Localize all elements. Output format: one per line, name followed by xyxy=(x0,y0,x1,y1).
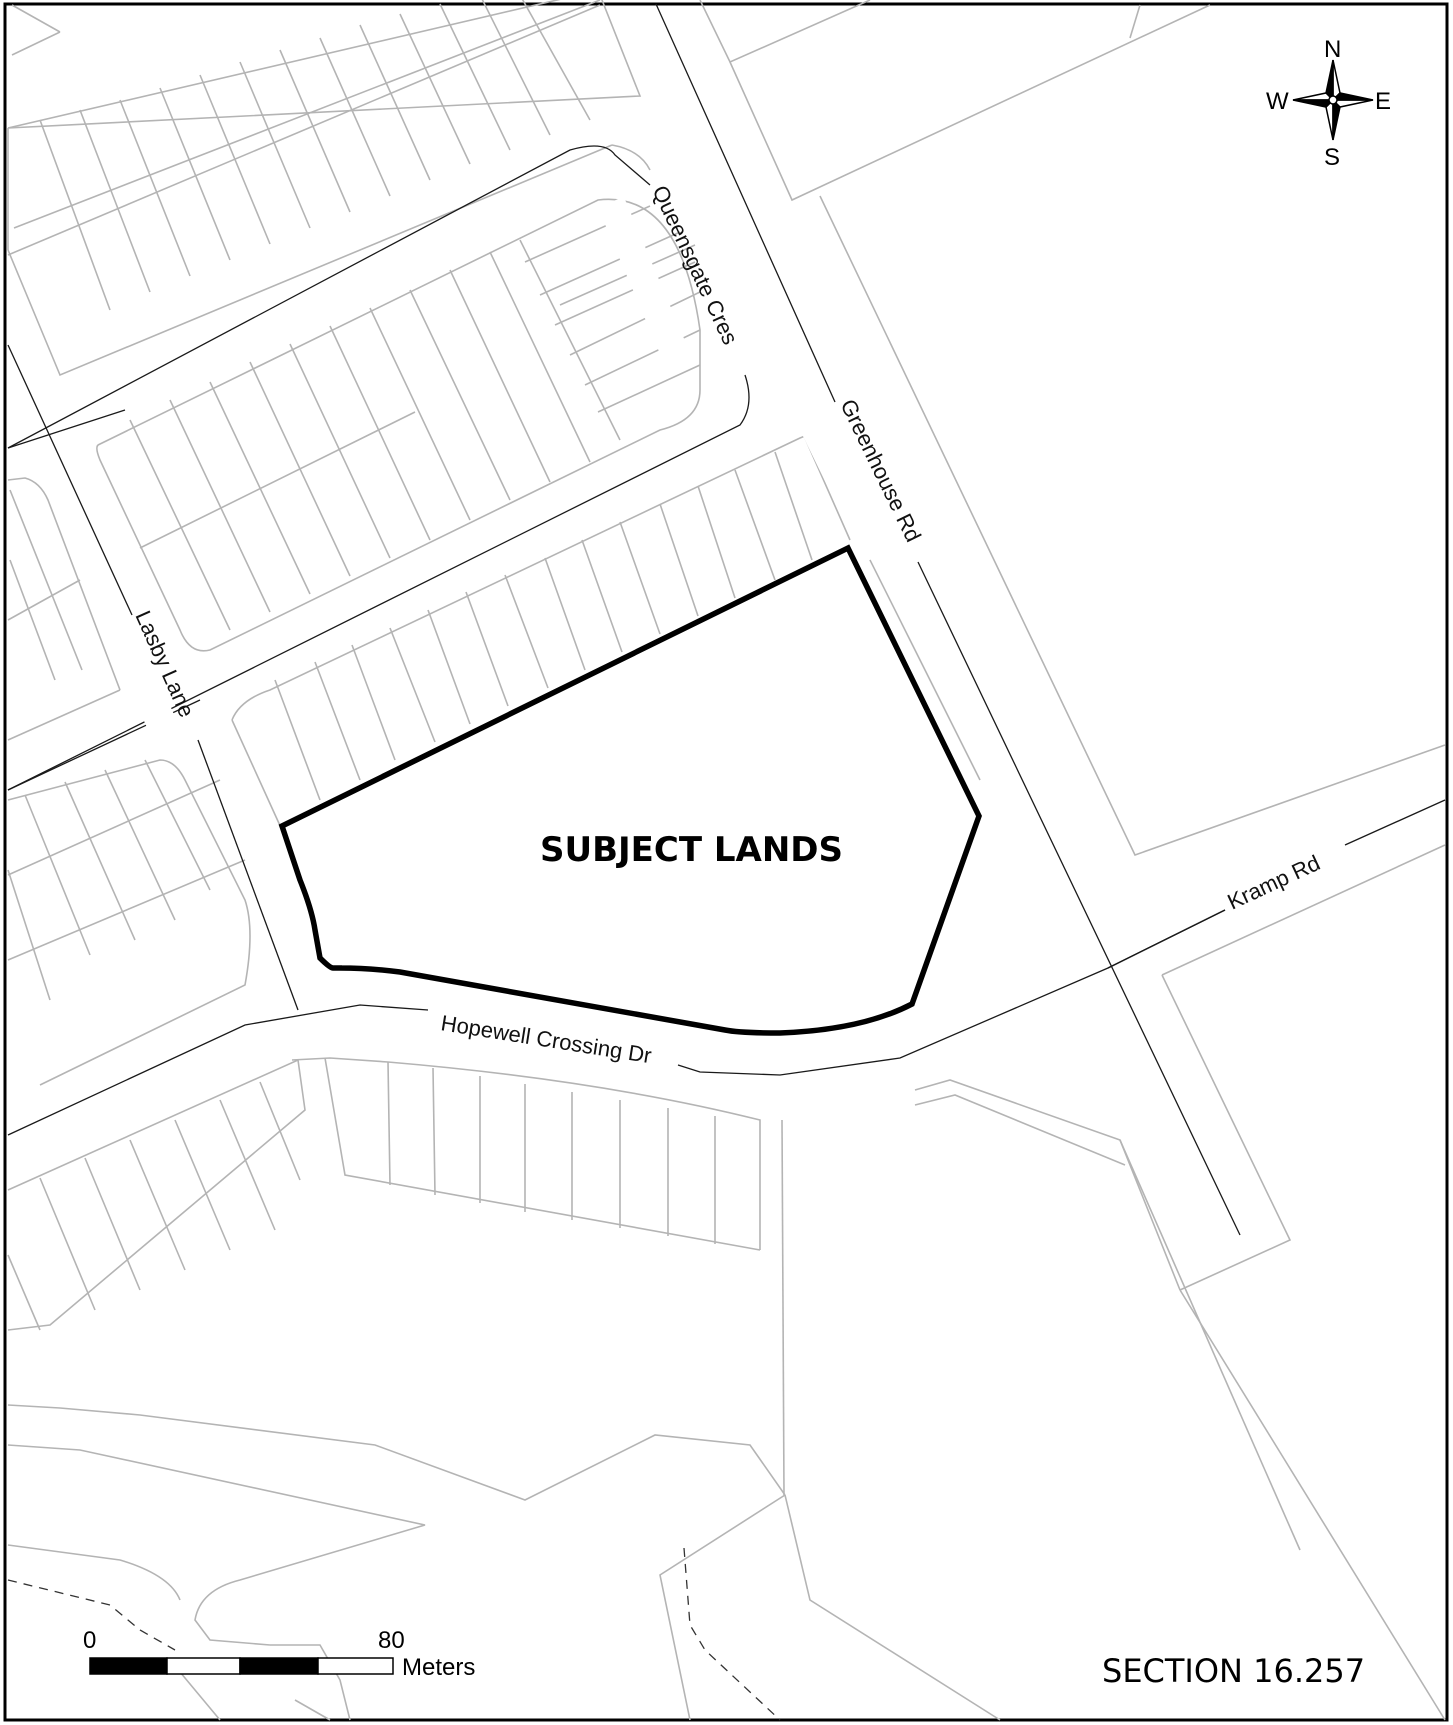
road-lines xyxy=(7,3,1446,1721)
scale-end: 80 xyxy=(378,1627,405,1654)
subject-lands-label: SUBJECT LANDS xyxy=(540,830,843,870)
subject-lands-boundary xyxy=(278,544,982,1036)
scale-start: 0 xyxy=(83,1627,96,1654)
north-arrow-icon: N S E W xyxy=(1266,36,1391,171)
scale-unit: Meters xyxy=(402,1654,475,1681)
compass-w: W xyxy=(1266,88,1289,115)
section-label: SECTION 16.257 xyxy=(1102,1652,1365,1690)
compass-n: N xyxy=(1324,36,1341,63)
compass-e: E xyxy=(1375,88,1391,115)
map-border xyxy=(3,2,1449,1722)
scale-bar: 0 80 Meters xyxy=(83,1627,475,1681)
street-labels: Queensgate Cres Greenhouse Rd Lasby Lane… xyxy=(100,182,1343,1068)
compass-s: S xyxy=(1324,144,1340,171)
parcel-lines xyxy=(7,0,1446,1721)
